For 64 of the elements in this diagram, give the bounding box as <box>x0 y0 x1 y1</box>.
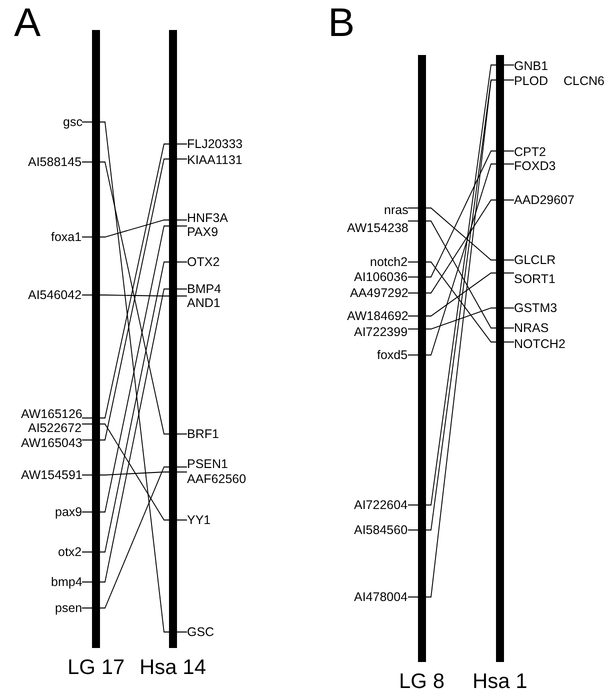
marker-label: NOTCH2 <box>514 337 566 351</box>
marker-label: KIAA1131 <box>187 153 242 167</box>
marker-label: AAD29607 <box>514 193 574 207</box>
marker-label: AW154238 <box>347 221 408 235</box>
marker-label: bmp4 <box>51 575 82 589</box>
marker-label: AW165126 <box>21 407 82 421</box>
marker-label: FOXD3 <box>514 159 556 173</box>
marker-label: PAX9 <box>187 225 218 239</box>
marker-label: BMP4 <box>187 282 222 296</box>
connector-line <box>408 150 514 278</box>
marker-label: HNF3A <box>187 211 228 225</box>
marker-label: gsc <box>63 115 82 129</box>
chromosome-label: Hsa 1 <box>472 670 528 689</box>
chromosome-label: Hsa 14 <box>140 656 206 680</box>
connector-line <box>408 272 514 316</box>
marker-label: nras <box>384 203 408 217</box>
panel-label: B <box>328 2 355 44</box>
connector-line <box>408 208 514 260</box>
marker-label: otx2 <box>58 545 82 559</box>
marker-label: PSEN1 <box>187 457 228 471</box>
marker-label: AI722399 <box>354 325 408 339</box>
marker-label: AA497292 <box>350 286 408 300</box>
chromosome-label: LG 8 <box>399 670 445 689</box>
marker-label: SORT1 <box>514 272 556 286</box>
marker-label: notch2 <box>370 255 408 269</box>
marker-label: foxd5 <box>377 348 408 362</box>
marker-label: GLCLR <box>514 253 556 267</box>
marker-label: AI584560 <box>354 523 408 537</box>
connector-line <box>82 226 188 512</box>
connector-line <box>408 200 514 294</box>
connector-line <box>408 164 514 356</box>
marker-label: AW165043 <box>21 436 82 450</box>
marker-label: AI522672 <box>28 421 82 435</box>
connector-line <box>82 288 188 582</box>
marker-label: GNB1 <box>514 59 548 73</box>
marker-label: AI722604 <box>354 498 408 512</box>
connector-line <box>82 262 188 552</box>
marker-label: psen <box>55 601 82 615</box>
marker-label: AI546042 <box>28 288 82 302</box>
marker-label: OTX2 <box>187 255 220 269</box>
marker-label: GSC <box>187 625 214 639</box>
connector-line <box>408 262 514 342</box>
connector-line <box>82 424 188 520</box>
marker-label: BRF1 <box>187 427 219 441</box>
marker-label: PLOD CLCN6 <box>514 74 604 88</box>
marker-label: GSTM3 <box>514 301 558 315</box>
marker-label: AI588145 <box>28 155 82 169</box>
marker-label: NRAS <box>514 321 549 335</box>
marker-label: YY1 <box>187 513 211 527</box>
chromosome-label: LG 17 <box>68 656 125 680</box>
marker-label: pax9 <box>55 505 82 519</box>
connector-line <box>408 220 514 328</box>
marker-label: CPT2 <box>514 145 546 159</box>
marker-label: AW184692 <box>347 309 408 323</box>
marker-label: AW154591 <box>21 468 82 482</box>
marker-label: AND1 <box>187 296 220 310</box>
marker-label: FLJ20333 <box>187 137 243 151</box>
panel-label: A <box>14 2 41 44</box>
marker-label: AI478004 <box>354 590 408 604</box>
connector-line <box>82 466 188 608</box>
connector-line <box>82 122 188 632</box>
marker-label: AAF62560 <box>187 472 246 486</box>
marker-label: foxa1 <box>51 230 82 244</box>
marker-label: AI106036 <box>354 270 408 284</box>
